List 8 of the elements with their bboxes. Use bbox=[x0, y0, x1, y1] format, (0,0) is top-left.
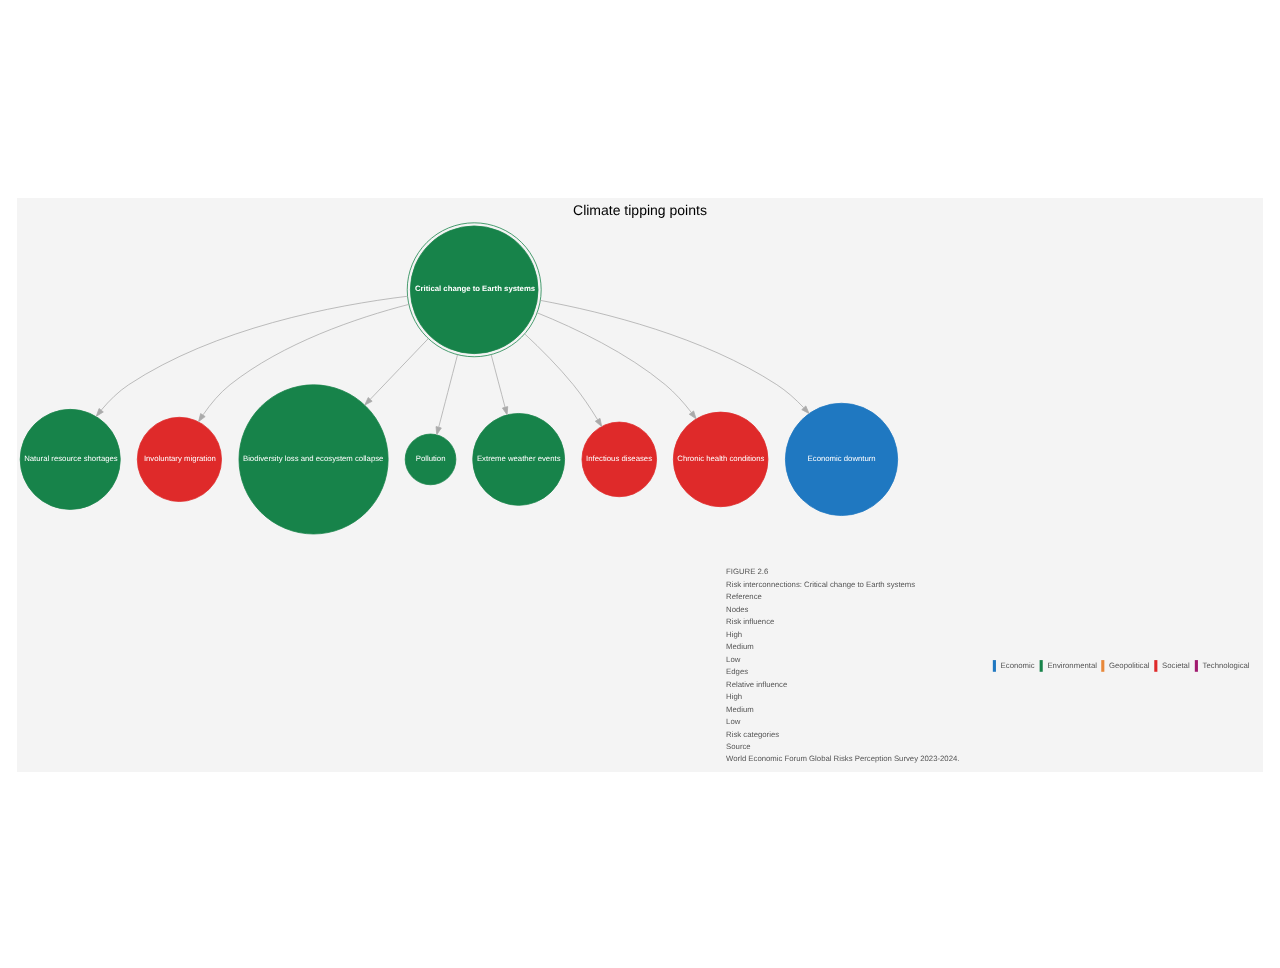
arrow bbox=[95, 294, 408, 416]
arrow bbox=[524, 332, 603, 426]
arrow bbox=[490, 353, 509, 415]
arrow bbox=[435, 353, 458, 435]
arrow bbox=[364, 337, 429, 405]
arrow bbox=[198, 302, 410, 421]
arrow bbox=[536, 311, 697, 419]
arrow bbox=[539, 299, 810, 413]
